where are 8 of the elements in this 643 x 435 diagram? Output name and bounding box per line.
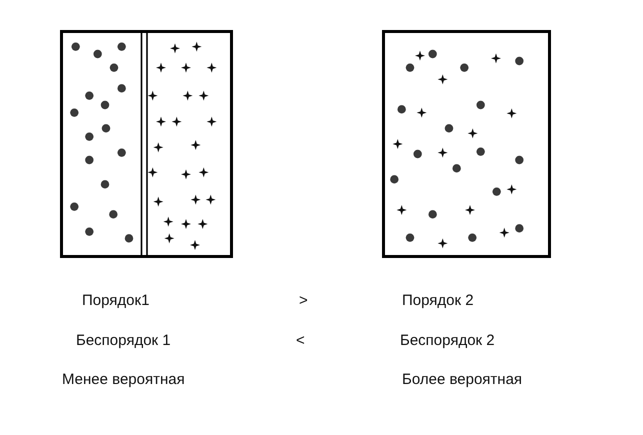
comparison-sign: < (296, 332, 305, 350)
state-label: Порядок1 (82, 292, 150, 310)
state-label: Беспорядок 1 (76, 332, 171, 350)
state-label: Беспорядок 2 (400, 332, 495, 350)
state-label: Порядок 2 (402, 292, 474, 310)
probability-label: Менее вероятная (62, 371, 185, 389)
probability-label: Более вероятная (402, 371, 522, 389)
comparison-sign: > (299, 292, 308, 310)
